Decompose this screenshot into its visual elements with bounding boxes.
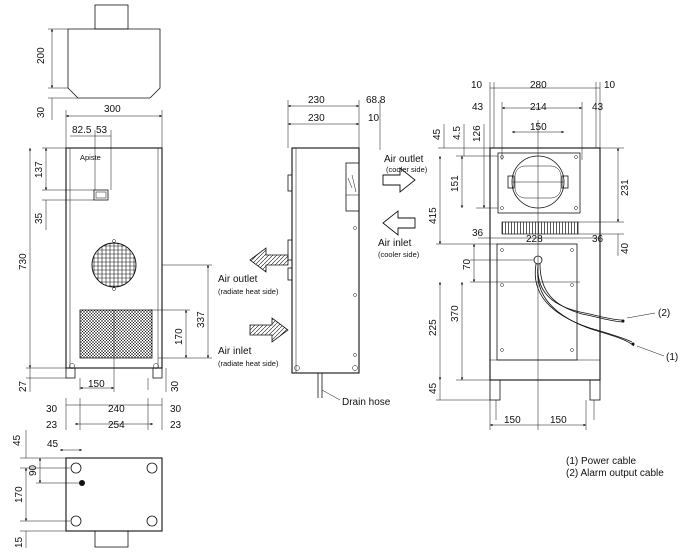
dim-150-front: 150 xyxy=(88,379,105,390)
dim-370: 370 xyxy=(450,305,461,322)
dim-230-mid: 230 xyxy=(308,113,325,124)
alarm-output-cable xyxy=(537,263,623,321)
callout-2: (2) xyxy=(658,308,670,319)
drain-port xyxy=(79,480,85,486)
dim-10-right: 10 xyxy=(604,80,616,91)
dim-23-right: 23 xyxy=(170,420,182,431)
dim-45-v: 45 xyxy=(12,434,23,446)
air-inlet-radiate-label: Air inlet xyxy=(218,346,252,357)
dim-170-bottom: 170 xyxy=(14,486,25,503)
dim-23-left: 23 xyxy=(46,420,58,431)
dim-300: 300 xyxy=(104,104,121,115)
callout-1: (1) xyxy=(666,352,678,363)
front-logo: Apiste xyxy=(80,153,101,162)
legend-power-cable: (1) Power cable xyxy=(566,456,636,467)
dim-280: 280 xyxy=(530,80,547,91)
dim-151: 151 xyxy=(450,175,461,192)
dim-730: 730 xyxy=(18,253,29,270)
rear-body xyxy=(489,147,601,381)
dim-27: 27 xyxy=(18,380,29,392)
dim-30-top: 30 xyxy=(36,106,47,118)
dim-36-right: 36 xyxy=(592,234,604,245)
dim-254: 254 xyxy=(108,420,125,431)
air-outlet-cooler-label: Air outlet xyxy=(384,154,424,165)
dim-30-bottom-right: 30 xyxy=(170,404,182,415)
dim-40: 40 xyxy=(620,242,631,254)
dim-150-rear-right: 150 xyxy=(550,415,567,426)
dim-68-8: 68.8 xyxy=(366,95,386,106)
top-hood xyxy=(67,28,161,99)
dim-225: 225 xyxy=(428,319,439,336)
radiate-side-label-1: (radiate heat side) xyxy=(218,287,279,296)
dim-30-bottom-left: 30 xyxy=(46,404,58,415)
dim-231: 231 xyxy=(620,179,631,196)
power-cable xyxy=(534,263,633,343)
dim-200: 200 xyxy=(36,47,47,64)
dim-36-left: 36 xyxy=(472,228,484,239)
dim-10-left: 10 xyxy=(471,80,483,91)
dim-45-h: 45 xyxy=(47,439,59,450)
dim-53: 53 xyxy=(96,125,108,136)
dim-35: 35 xyxy=(34,212,45,224)
dim-137: 137 xyxy=(34,161,45,178)
dim-4-5: 4.5 xyxy=(452,126,463,140)
front-display xyxy=(93,189,109,201)
dim-150-rear-left: 150 xyxy=(504,415,521,426)
radiate-side-label-2: (radiate heat side) xyxy=(218,359,279,368)
dim-170-front: 170 xyxy=(174,328,185,345)
top-duct xyxy=(94,4,129,30)
dim-230-top: 230 xyxy=(308,95,325,106)
air-outlet-radiate-label: Air outlet xyxy=(218,274,258,285)
side-body xyxy=(291,147,360,374)
front-view: Apiste 200 30 300 82.5 53 xyxy=(18,4,212,392)
dim-15: 15 xyxy=(14,536,25,548)
air-inlet-cooler-label: Air inlet xyxy=(378,238,412,249)
dim-45-rear-top: 45 xyxy=(432,128,443,140)
legend-alarm-cable: (2) Alarm output cable xyxy=(566,468,664,479)
side-protrusion xyxy=(345,162,360,212)
air-outlet-cooler-arrow xyxy=(382,167,416,193)
dim-214: 214 xyxy=(530,102,547,113)
cooler-side-label-1: (cooler side) xyxy=(386,165,428,174)
dim-70: 70 xyxy=(462,258,473,270)
cable-legend: (1) Power cable (2) Alarm output cable xyxy=(566,456,664,479)
rear-lower-panel xyxy=(496,243,578,361)
dim-43-left: 43 xyxy=(472,102,484,113)
dim-228: 228 xyxy=(526,234,543,245)
dim-150-rear-top: 150 xyxy=(530,122,547,133)
front-intake-grille xyxy=(79,309,153,359)
bottom-view: 30 240 30 23 254 23 45 45 90 170 15 xyxy=(12,398,182,548)
rear-upper-panel xyxy=(497,152,581,214)
drain-hose-label: Drain hose xyxy=(342,397,391,408)
air-outlet-radiate-arrow xyxy=(249,247,289,273)
air-inlet-radiate-arrow xyxy=(249,317,289,343)
dim-43-right: 43 xyxy=(592,102,604,113)
dim-45-rear-bottom: 45 xyxy=(428,382,439,394)
front-fan-grille xyxy=(91,242,137,288)
side-view: 230 68.8 230 10 Drain hose Air outlet (r… xyxy=(218,95,428,408)
rear-louvre xyxy=(501,221,579,235)
dim-337: 337 xyxy=(196,311,207,328)
dim-240: 240 xyxy=(108,404,125,415)
rear-view: 10 280 10 43 214 43 xyxy=(428,80,678,430)
dim-82-5: 82.5 xyxy=(72,125,92,136)
dim-126: 126 xyxy=(472,125,483,142)
dim-10-side: 10 xyxy=(368,113,380,124)
dim-415: 415 xyxy=(428,207,439,224)
dim-90: 90 xyxy=(28,464,39,476)
air-inlet-cooler-arrow xyxy=(382,210,416,236)
cooler-side-label-2: (cooler side) xyxy=(378,250,420,259)
dim-30-right: 30 xyxy=(170,380,181,392)
bottom-plate xyxy=(65,457,163,532)
